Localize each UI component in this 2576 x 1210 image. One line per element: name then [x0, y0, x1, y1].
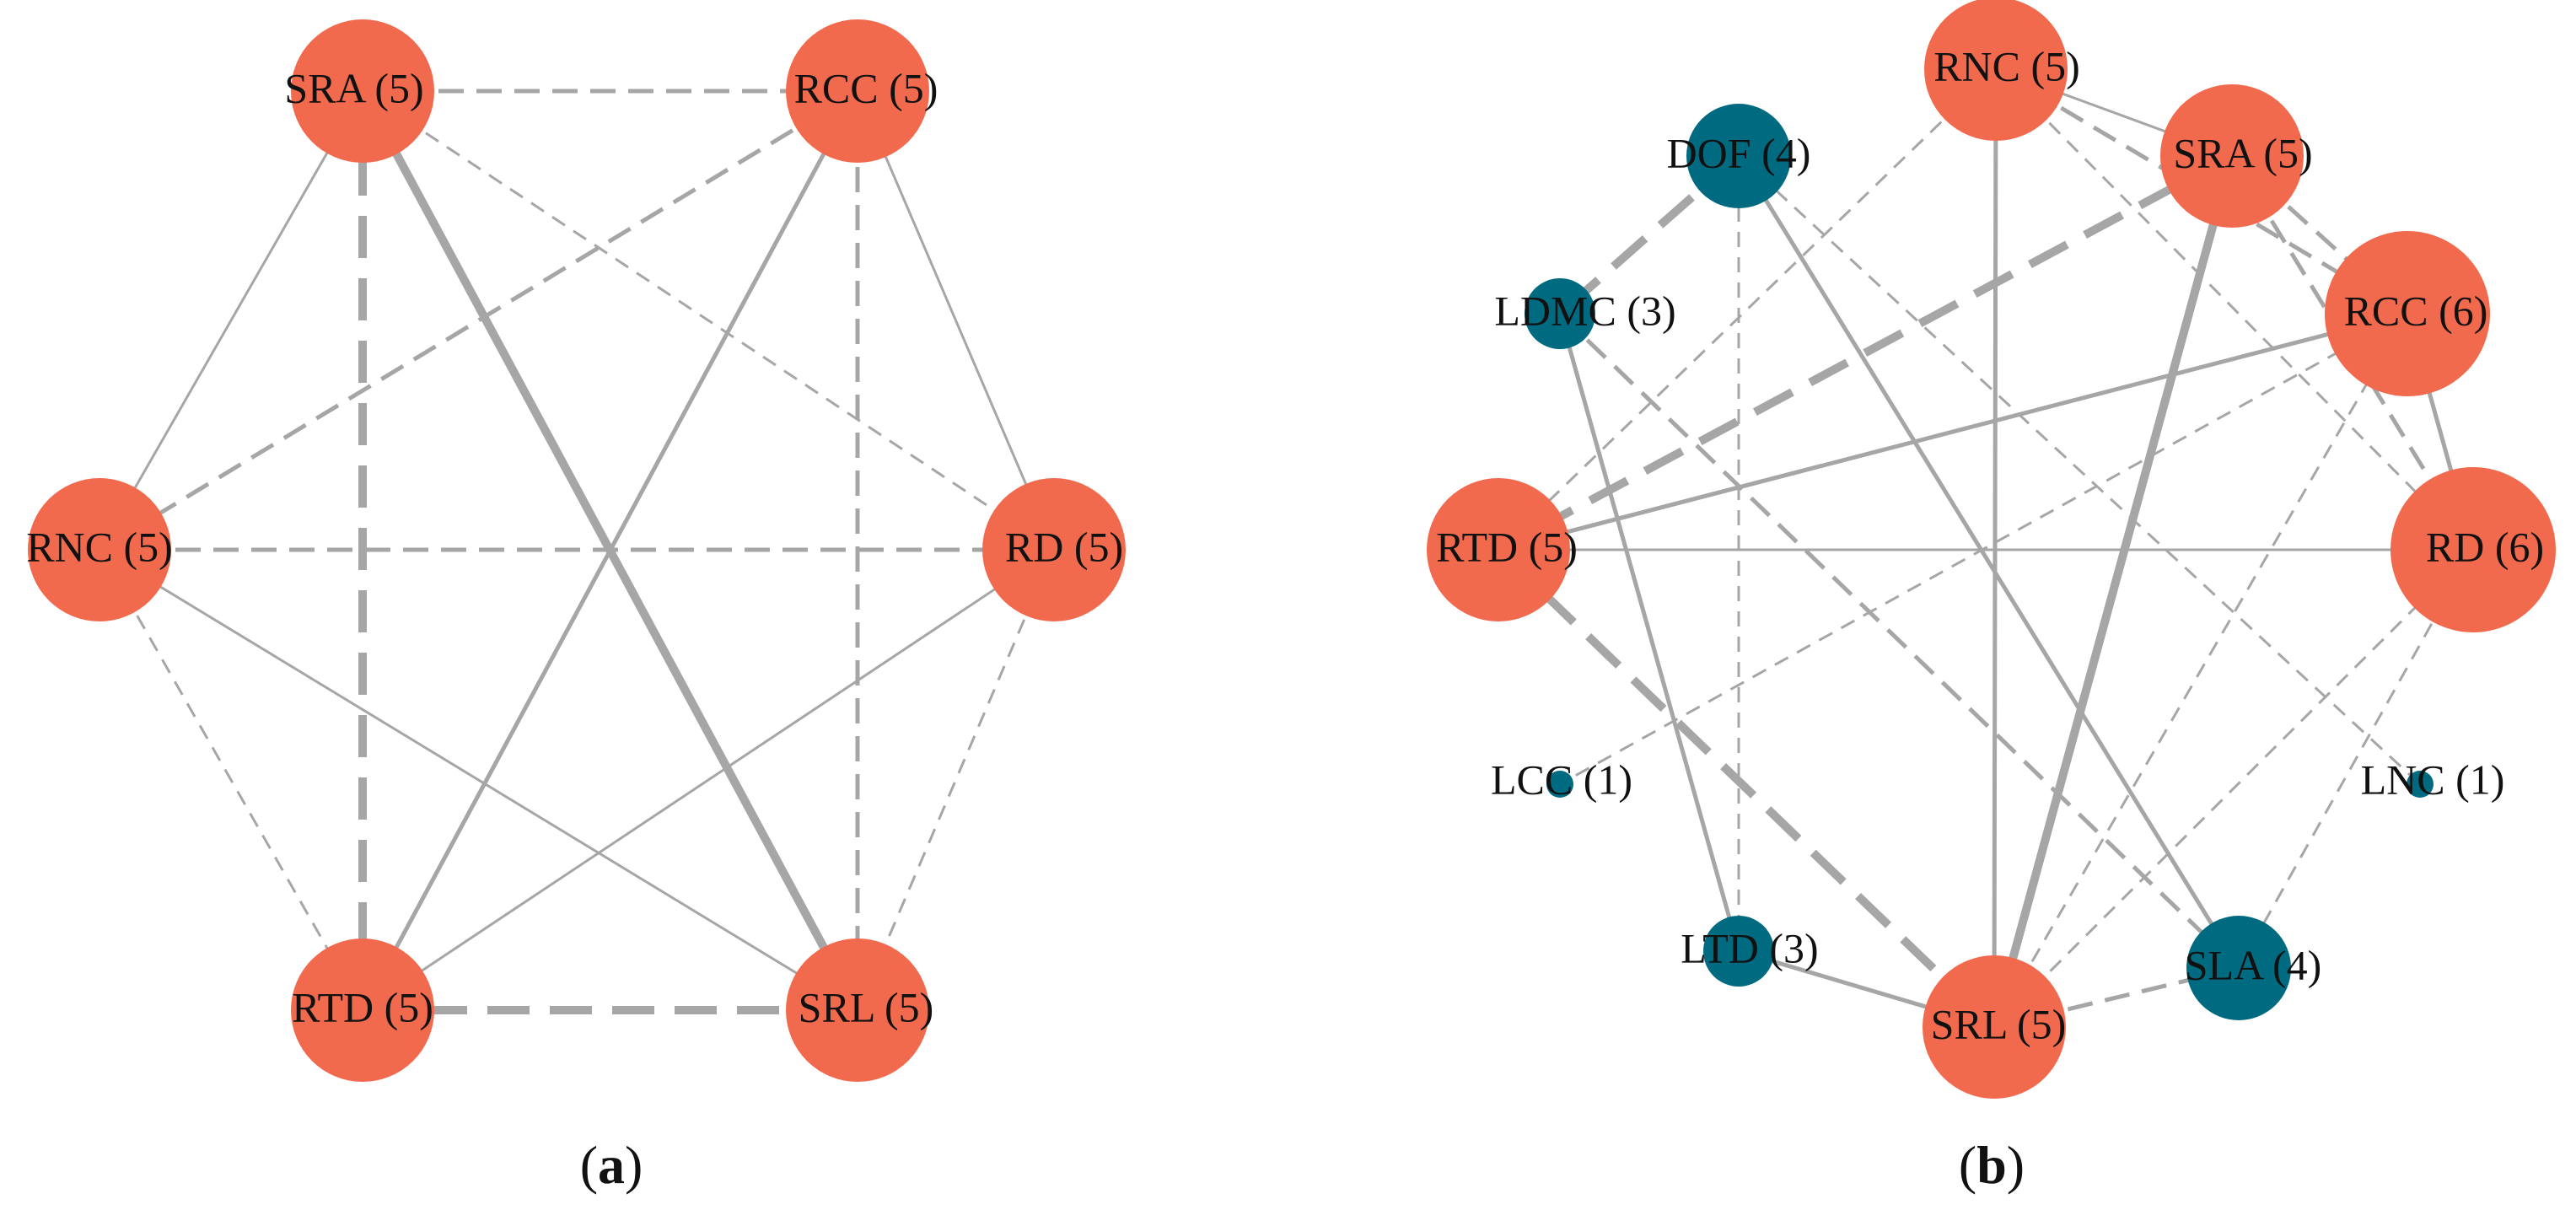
edge-dof-lnc — [1737, 154, 2422, 786]
edge-rd-srl — [856, 549, 1056, 1011]
node-rcc — [2325, 231, 2490, 396]
edge-rnc-srl — [99, 548, 858, 1012]
node-rd — [982, 478, 1126, 621]
node-label-rnc: RNC (5) — [1933, 42, 2080, 89]
panel-a-network: SRA (5) RCC (5) RNC (5) RD (5) RTD (5) SRL (5… — [26, 19, 1126, 1082]
node-label-rd: RD (5) — [1005, 523, 1123, 570]
node-srl — [1923, 955, 2066, 1099]
node-rcc — [786, 19, 929, 163]
node-label-rcc: RCC (5) — [794, 64, 938, 111]
edge-rd-srl — [1993, 548, 2475, 1029]
node-label-lnc: LNC (1) — [2361, 756, 2505, 803]
edge-sra-rtd — [1496, 152, 2235, 554]
node-sla — [2186, 916, 2291, 1020]
edge-dof-sla — [1736, 154, 2241, 970]
edge-sla-rd — [2237, 549, 2475, 969]
node-label-rtd: RTD (5) — [292, 983, 433, 1030]
panel-b-nodes — [1427, 0, 2556, 1099]
edge-ldmc-sla — [1558, 312, 2240, 970]
node-label-rnc: RNC (5) — [26, 523, 173, 570]
node-label-rd: RD (6) — [2426, 523, 2544, 570]
node-label-rtd: RTD (5) — [1436, 523, 1578, 570]
node-label-ltd: LTD (3) — [1681, 924, 1818, 971]
node-rnc — [1924, 0, 2068, 141]
edge-rcc-srl — [1993, 313, 2409, 1028]
node-rd — [2390, 467, 2556, 632]
edge-rtd-srl — [1495, 546, 1998, 1030]
node-ltd — [1703, 916, 1774, 987]
node-srl — [786, 938, 929, 1082]
panel-a-nodes — [28, 19, 1126, 1082]
node-label-sra: SRA (5) — [2173, 129, 2312, 176]
edge-rnc-srl — [1992, 68, 1998, 1028]
node-label-srl: SRL (5) — [1931, 1000, 2067, 1047]
edge-rcc-rnc — [98, 89, 859, 552]
node-ldmc — [1525, 278, 1595, 349]
node-rtd — [291, 938, 434, 1082]
node-sra — [2160, 84, 2304, 228]
node-rnc — [28, 478, 171, 621]
edge-rd-rtd — [362, 548, 1055, 1012]
edge-sra-rnc — [98, 90, 364, 551]
panel-b-labels: RNC (5) SRA (5) DOF (4) LDMC (3) RCC (6) RTD … — [1436, 42, 2544, 1047]
node-label-ldmc: LDMC (3) — [1494, 287, 1675, 334]
node-label-lcc: LCC (1) — [1491, 756, 1632, 803]
panel-a-labels: SRA (5) RCC (5) RNC (5) RD (5) RTD (5) SRL (5… — [26, 64, 1123, 1030]
node-label-dof: DOF (4) — [1667, 129, 1811, 176]
panel-b-caption: (b) — [1959, 1135, 2025, 1195]
node-sra — [291, 19, 434, 163]
edge-rcc-rd — [856, 90, 1056, 551]
edge-rnc-rtd — [1497, 67, 1998, 551]
edge-sra-srl — [1990, 154, 2236, 1029]
node-dof — [1686, 104, 1791, 208]
panel-a-caption: (a) — [580, 1135, 643, 1195]
panel-b-edges — [1495, 67, 2476, 1030]
node-label-sra: SRA (5) — [284, 64, 423, 111]
edge-sra-rd — [362, 89, 1055, 551]
node-rtd — [1427, 478, 1570, 621]
edge-rnc-rd — [1994, 67, 2475, 551]
node-label-rcc: RCC (6) — [2344, 287, 2488, 334]
edge-ldmc-ltd — [1557, 313, 1741, 952]
node-lcc — [1546, 771, 1573, 798]
edge-rcc-rtd — [1498, 311, 2408, 552]
panel-b-network: RNC (5) SRA (5) DOF (4) LDMC (3) RCC (6) RTD … — [1427, 0, 2556, 1099]
panel-a-edges — [98, 89, 1056, 1014]
edge-rnc-rtd — [98, 549, 364, 1011]
node-label-srl: SRL (5) — [799, 983, 934, 1030]
node-lnc — [2407, 771, 2433, 798]
node-label-sla: SLA (4) — [2185, 941, 2322, 988]
